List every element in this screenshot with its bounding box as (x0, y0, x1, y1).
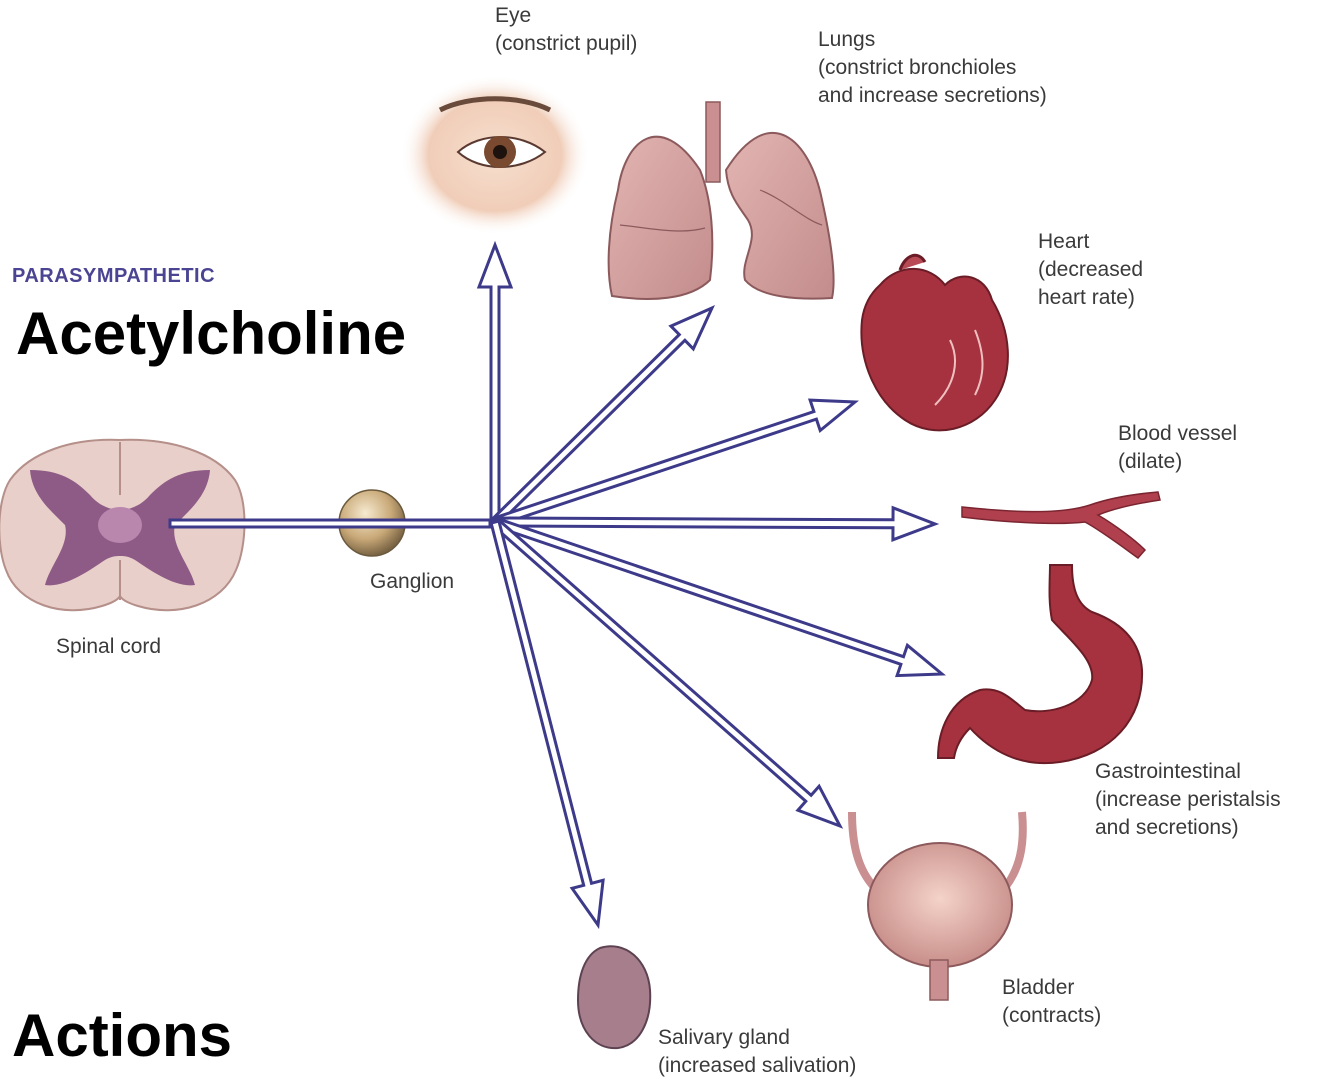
blood-vessel-action: (dilate) (1118, 450, 1183, 473)
parasympathetic-heading: PARASYMPATHETIC (12, 265, 216, 287)
ganglion-label-text: Ganglion (370, 570, 455, 593)
lungs-label: Lungs (constrict bronchioles and increas… (818, 26, 1047, 110)
salivary-gland-label: Salivary gland (increased salivation) (658, 1024, 856, 1080)
arrow-to-salivary-gland (489, 519, 605, 930)
arrow-group (476, 240, 946, 930)
bladder-illustration (848, 811, 1027, 1001)
salivary-gland-name: Salivary gland (658, 1026, 790, 1049)
bladder-name: Bladder (1002, 976, 1075, 999)
bladder-label: Bladder (contracts) (1002, 974, 1101, 1030)
lungs-illustration (607, 101, 835, 300)
gastrointestinal-action-line2: and secretions) (1095, 816, 1239, 839)
eye-action: (constrict pupil) (495, 32, 638, 55)
gastrointestinal-label: Gastrointestinal (increase peristalsis a… (1095, 758, 1281, 842)
arrow-to-bladder (490, 516, 844, 829)
salivary-gland-illustration (576, 945, 652, 1050)
actions-heading: Actions (12, 1002, 233, 1069)
spinal-cord-label-text: Spinal cord (56, 635, 162, 658)
eye-name: Eye (495, 4, 532, 27)
heart-action-line2: heart rate) (1038, 286, 1135, 309)
salivary-gland-action: (increased salivation) (658, 1054, 857, 1077)
gastrointestinal-action-line1: (increase peristalsis (1095, 788, 1281, 811)
heart-label: Heart (decreased heart rate) (1038, 228, 1143, 312)
eye-illustration (400, 75, 590, 235)
arrow-to-heart (491, 398, 859, 528)
blood-vessel-illustration (961, 491, 1161, 560)
heart-illustration (860, 253, 1009, 432)
spinal-cord-illustration (0, 438, 246, 612)
arrow-to-stomach (491, 516, 946, 678)
preganglionic-fiber (168, 518, 492, 529)
heart-name: Heart (1038, 230, 1090, 253)
arrow-to-eye (476, 240, 514, 524)
blood-vessel-name: Blood vessel (1118, 422, 1238, 445)
acetylcholine-heading: Acetylcholine (16, 300, 407, 367)
spinal-cord-label: Spinal cord (56, 633, 161, 661)
lungs-name: Lungs (818, 28, 876, 51)
gastrointestinal-name: Gastrointestinal (1095, 760, 1241, 783)
arrow-to-lungs (490, 305, 716, 527)
arrow-to-blood-vessel (493, 505, 940, 542)
eye-label: Eye (constrict pupil) (495, 2, 637, 58)
ganglion-label: Ganglion (370, 568, 454, 596)
lungs-action-line1: (constrict bronchioles (818, 56, 1017, 79)
blood-vessel-label: Blood vessel (dilate) (1118, 420, 1237, 476)
heart-action-line1: (decreased (1038, 258, 1144, 281)
lungs-action-line2: and increase secretions) (818, 84, 1047, 107)
stomach-illustration (936, 564, 1144, 765)
bladder-action: (contracts) (1002, 1004, 1102, 1027)
